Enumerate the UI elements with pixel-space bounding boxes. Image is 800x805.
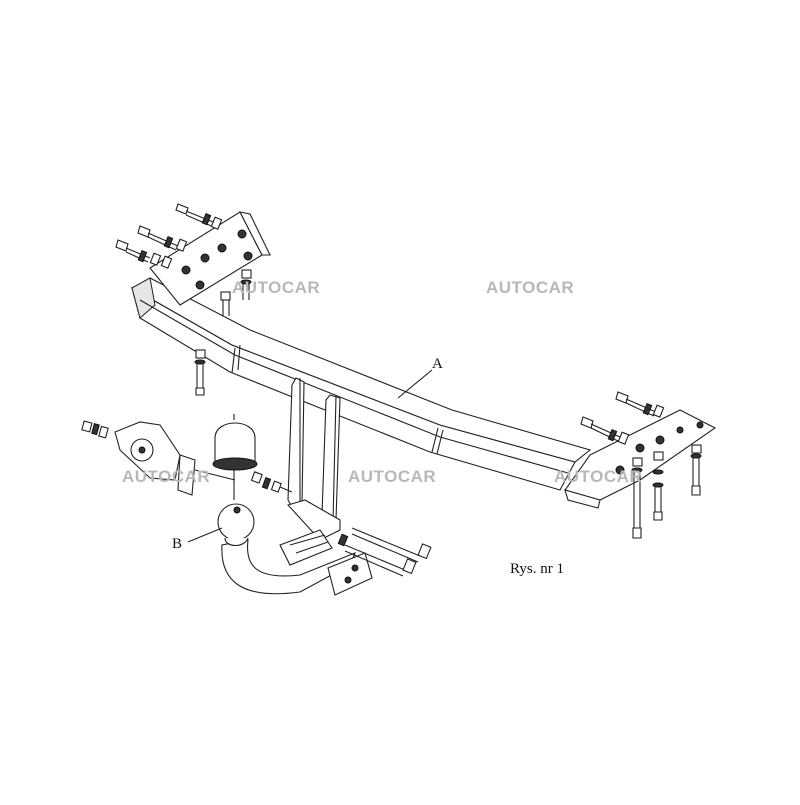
cross-beam — [130, 277, 592, 491]
right-mounting-bracket — [564, 409, 717, 509]
tow-ball-arm — [217, 503, 373, 596]
ball-cover-cap — [212, 414, 258, 500]
watermark: AUTOCAR — [232, 278, 320, 297]
watermark: AUTOCAR — [348, 467, 436, 486]
label-part-b: B — [172, 536, 182, 552]
left-upper-bolts — [115, 203, 223, 269]
figure-caption: Rys. nr 1 — [510, 561, 564, 577]
socket-bracket — [81, 420, 236, 496]
watermark: AUTOCAR — [486, 278, 574, 297]
cap-bolts — [250, 471, 293, 493]
left-vertical-bolts — [194, 269, 252, 396]
right-upper-bolts — [580, 391, 665, 445]
watermark: AUTOCAR — [122, 467, 210, 486]
lower-long-bolts — [337, 527, 432, 577]
label-part-a: A — [432, 356, 443, 372]
watermark: AUTOCAR — [554, 467, 642, 486]
leader-line-b — [187, 527, 223, 543]
leader-line-a — [397, 369, 433, 399]
right-vertical-bolts — [631, 444, 702, 539]
left-mounting-bracket — [149, 211, 271, 306]
hangers — [286, 377, 341, 541]
